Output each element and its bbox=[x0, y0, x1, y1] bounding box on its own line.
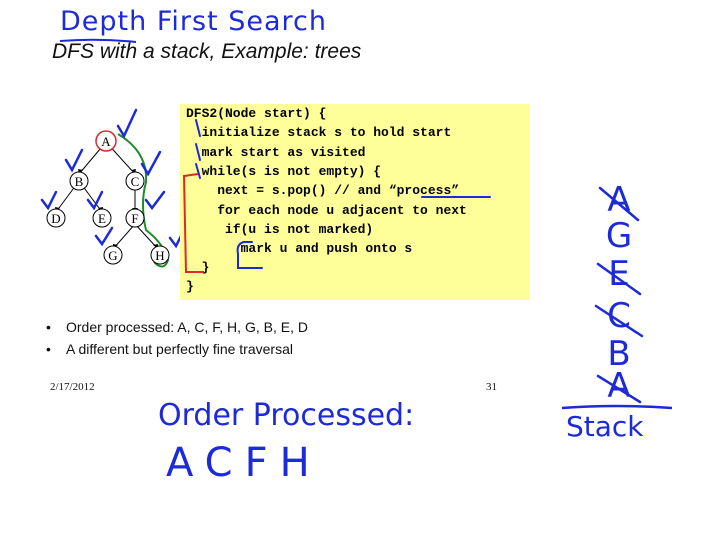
code-line: } bbox=[186, 279, 194, 294]
svg-text:H: H bbox=[155, 248, 164, 263]
footer-date: 2/17/2012 bbox=[50, 381, 95, 393]
code-line: } bbox=[186, 260, 210, 275]
bullet-text: A different but perfectly fine traversal bbox=[66, 341, 293, 357]
bullet-dot: • bbox=[46, 319, 51, 335]
tree-node-c: C bbox=[125, 171, 145, 191]
slide-subtitle: DFS with a stack, Example: trees bbox=[52, 40, 362, 63]
bullet-traversal-note: • A different but perfectly fine traversa… bbox=[46, 341, 293, 357]
code-line: for each node u adjacent to next bbox=[186, 203, 467, 218]
code-line: initialize stack s to hold start bbox=[186, 125, 452, 140]
code-line: DFS2(Node start) { bbox=[186, 106, 327, 121]
stack-base-line bbox=[561, 404, 673, 410]
tree-node-g: G bbox=[103, 245, 123, 265]
code-line: mark start as visited bbox=[186, 145, 366, 160]
code-line: while(s is not empty) { bbox=[186, 164, 382, 179]
tree-node-a: A bbox=[95, 130, 117, 152]
tree-node-f: F bbox=[125, 208, 145, 228]
handwritten-stack-label: Stack bbox=[566, 410, 644, 443]
bullet-text: Order processed: A, C, F, H, G, B, E, D bbox=[66, 319, 308, 335]
tree-node-h: H bbox=[150, 245, 170, 265]
handwritten-title: Depth First Search bbox=[60, 6, 327, 37]
stack-cross-outs bbox=[594, 186, 644, 404]
code-line: next = s.pop() // and “process” bbox=[186, 183, 460, 198]
tree-node-e: E bbox=[92, 208, 112, 228]
code-line: mark u and push onto s bbox=[186, 241, 413, 256]
page-number: 31 bbox=[486, 381, 497, 393]
svg-text:D: D bbox=[51, 211, 60, 226]
tree-node-b: B bbox=[69, 171, 89, 191]
svg-text:C: C bbox=[131, 174, 140, 189]
svg-text:G: G bbox=[108, 248, 117, 263]
svg-text:B: B bbox=[75, 174, 84, 189]
bullet-order-processed: • Order processed: A, C, F, H, G, B, E, D bbox=[46, 319, 308, 335]
svg-text:A: A bbox=[101, 134, 111, 149]
tree-diagram: A B C D E F G H bbox=[40, 108, 184, 268]
handwritten-order-sequence: ACFH bbox=[166, 440, 322, 486]
visited-check-marks bbox=[40, 108, 184, 249]
stack-item: B bbox=[607, 334, 631, 374]
code-annotations bbox=[182, 119, 491, 273]
tree-node-d: D bbox=[46, 208, 66, 228]
code-line: if(u is not marked) bbox=[186, 222, 374, 237]
bullet-dot: • bbox=[46, 341, 51, 357]
stack-item: G bbox=[605, 216, 633, 256]
svg-text:F: F bbox=[131, 211, 138, 226]
svg-text:E: E bbox=[98, 211, 106, 226]
title-underline bbox=[59, 38, 137, 43]
handwritten-order-label: Order Processed: bbox=[158, 398, 415, 433]
stack-item: A bbox=[607, 366, 631, 406]
